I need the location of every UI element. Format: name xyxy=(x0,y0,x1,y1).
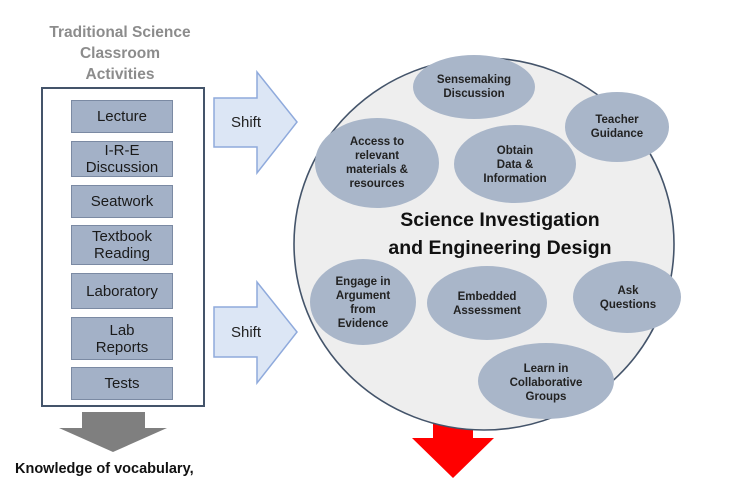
shift-top-label: Shift xyxy=(230,114,261,131)
practice-obtain-data: Obtain Data & Information xyxy=(460,138,570,192)
gray-down-arrow xyxy=(59,412,167,452)
practice-label: Data & xyxy=(496,159,534,171)
practice-collaborative-groups: Learn in Collaborative Groups xyxy=(486,356,606,410)
practice-label: Groups xyxy=(525,391,567,403)
title-line: Traditional Science xyxy=(49,24,191,41)
activity-label: Laboratory xyxy=(86,282,158,300)
activity-seatwork: Seatwork xyxy=(71,185,173,218)
shift-arrow-top-shape xyxy=(213,69,298,176)
activity-label: Reading xyxy=(94,245,150,262)
red-down-arrow xyxy=(412,414,494,478)
practice-teacher-guidance: Teacher Guidance xyxy=(570,107,664,147)
practice-label: Obtain xyxy=(496,145,534,157)
activity-label: Lab xyxy=(109,321,135,339)
practice-label: materials & xyxy=(345,164,408,176)
title-line: Activities xyxy=(85,66,155,83)
activity-label: Textbook xyxy=(91,228,153,245)
practice-label: Access to xyxy=(349,136,405,148)
practice-label: Guidance xyxy=(590,128,644,140)
practice-label: Argument xyxy=(335,290,391,302)
activity-lab-reports: Lab Reports xyxy=(71,317,173,360)
bubble-obtain-data xyxy=(454,125,576,203)
practice-label: Questions xyxy=(599,299,657,311)
activity-tests: Tests xyxy=(71,367,173,400)
activity-label: I-R-E xyxy=(104,142,140,159)
activity-label: Lecture xyxy=(96,108,148,125)
activity-ire-discussion: I-R-E Discussion xyxy=(71,141,173,177)
science-investigation-title: Science Investigation and Engineering De… xyxy=(365,206,635,262)
main-title-line: Science Investigation xyxy=(400,209,600,231)
practice-label: resources xyxy=(349,178,405,190)
bubble-access xyxy=(315,118,439,208)
activity-textbook-reading: Textbook Reading xyxy=(71,225,173,265)
practice-label: Sensemaking xyxy=(436,74,512,86)
knowledge-outcome-text: Knowledge of vocabulary, xyxy=(15,461,194,477)
activity-label: Reports xyxy=(95,338,149,356)
practice-engage-argument: Engage in Argument from Evidence xyxy=(313,268,413,338)
shift-bottom-label: Shift xyxy=(230,324,261,341)
main-title-line: and Engineering Design xyxy=(388,237,612,259)
practice-label: Ask xyxy=(617,285,639,297)
bubble-ask-questions xyxy=(573,261,681,333)
practice-label: Collaborative xyxy=(509,377,583,389)
activity-label: Discussion xyxy=(85,159,159,176)
activity-label: Tests xyxy=(104,375,140,392)
practice-label: Discussion xyxy=(443,88,505,100)
title-line: Classroom xyxy=(79,45,161,62)
bubble-collaborative xyxy=(478,343,614,419)
practice-embedded-assessment: Embedded Assessment xyxy=(432,284,542,324)
practice-label: Embedded xyxy=(457,291,517,303)
practice-label: relevant xyxy=(354,150,400,162)
traditional-activities-title: Traditional Science Classroom Activities xyxy=(30,22,210,85)
practice-label: Information xyxy=(483,173,547,185)
practice-label: Evidence xyxy=(337,318,389,330)
practice-label: Engage in xyxy=(335,276,391,288)
bubble-embedded-assessment xyxy=(427,266,547,340)
practice-sensemaking-discussion: Sensemaking Discussion xyxy=(418,67,530,107)
practice-ask-questions: Ask Questions xyxy=(580,278,676,318)
practice-label: Assessment xyxy=(453,305,521,317)
practice-label: Learn in xyxy=(523,363,569,375)
bubble-argument xyxy=(310,259,416,345)
practice-label: from xyxy=(350,304,376,316)
bubble-teacher-guidance xyxy=(565,92,669,162)
practice-label: Teacher xyxy=(595,114,639,126)
activity-label: Seatwork xyxy=(90,193,154,210)
practice-access-materials: Access to relevant materials & resources xyxy=(322,128,432,198)
bubble-sensemaking xyxy=(413,55,535,119)
activity-lecture: Lecture xyxy=(71,100,173,133)
activity-laboratory: Laboratory xyxy=(71,273,173,309)
shift-arrow-bottom-shape xyxy=(213,279,298,386)
